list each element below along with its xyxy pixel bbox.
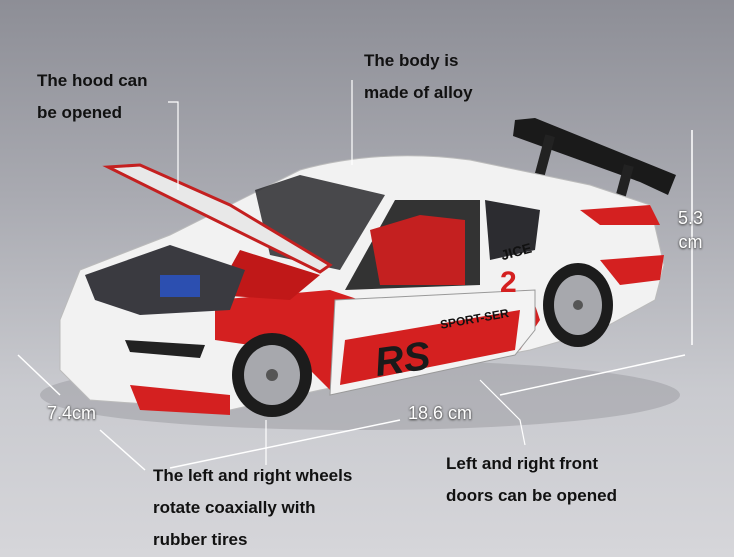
wheels-label-line1: The left and right wheels bbox=[153, 466, 353, 485]
wheels-label-line3: rubber tires bbox=[153, 530, 248, 549]
leader-lines bbox=[168, 80, 526, 465]
decal-rs: RS bbox=[372, 334, 433, 385]
doors-label-line1: Left and right front bbox=[446, 454, 599, 473]
headlight bbox=[125, 340, 205, 358]
rear-wheel bbox=[543, 263, 613, 347]
wheels-label-line2: rotate coaxially with bbox=[153, 498, 316, 517]
body-label: The body is made of alloy bbox=[364, 45, 473, 109]
height-dimension: 5.3 cm bbox=[678, 206, 703, 254]
height-unit: cm bbox=[678, 232, 703, 252]
open-hood bbox=[102, 163, 333, 274]
engine bbox=[160, 275, 200, 297]
red-seats bbox=[370, 215, 465, 285]
rear-wing bbox=[513, 118, 676, 201]
hood-label-line1: The hood can bbox=[37, 71, 148, 90]
doors-label: Left and right front doors can be opened bbox=[446, 448, 617, 512]
hood-label: The hood can be opened bbox=[37, 65, 148, 129]
length-dimension: 18.6 cm bbox=[408, 403, 473, 423]
decal-number: 2 bbox=[500, 266, 517, 299]
hood-label-line2: be opened bbox=[37, 103, 123, 122]
height-value: 5.3 bbox=[678, 208, 704, 228]
body-label-line1: The body is bbox=[364, 51, 459, 70]
front-wheel bbox=[232, 333, 312, 417]
doors-label-line2: doors can be opened bbox=[446, 486, 617, 505]
body-label-line2: made of alloy bbox=[364, 83, 473, 102]
width-dimension: 7.4cm bbox=[47, 403, 97, 423]
decal-rear: JICE bbox=[499, 240, 533, 264]
wheels-label: The left and right wheels rotate coaxial… bbox=[153, 460, 352, 556]
dimension-lines bbox=[17, 130, 693, 471]
